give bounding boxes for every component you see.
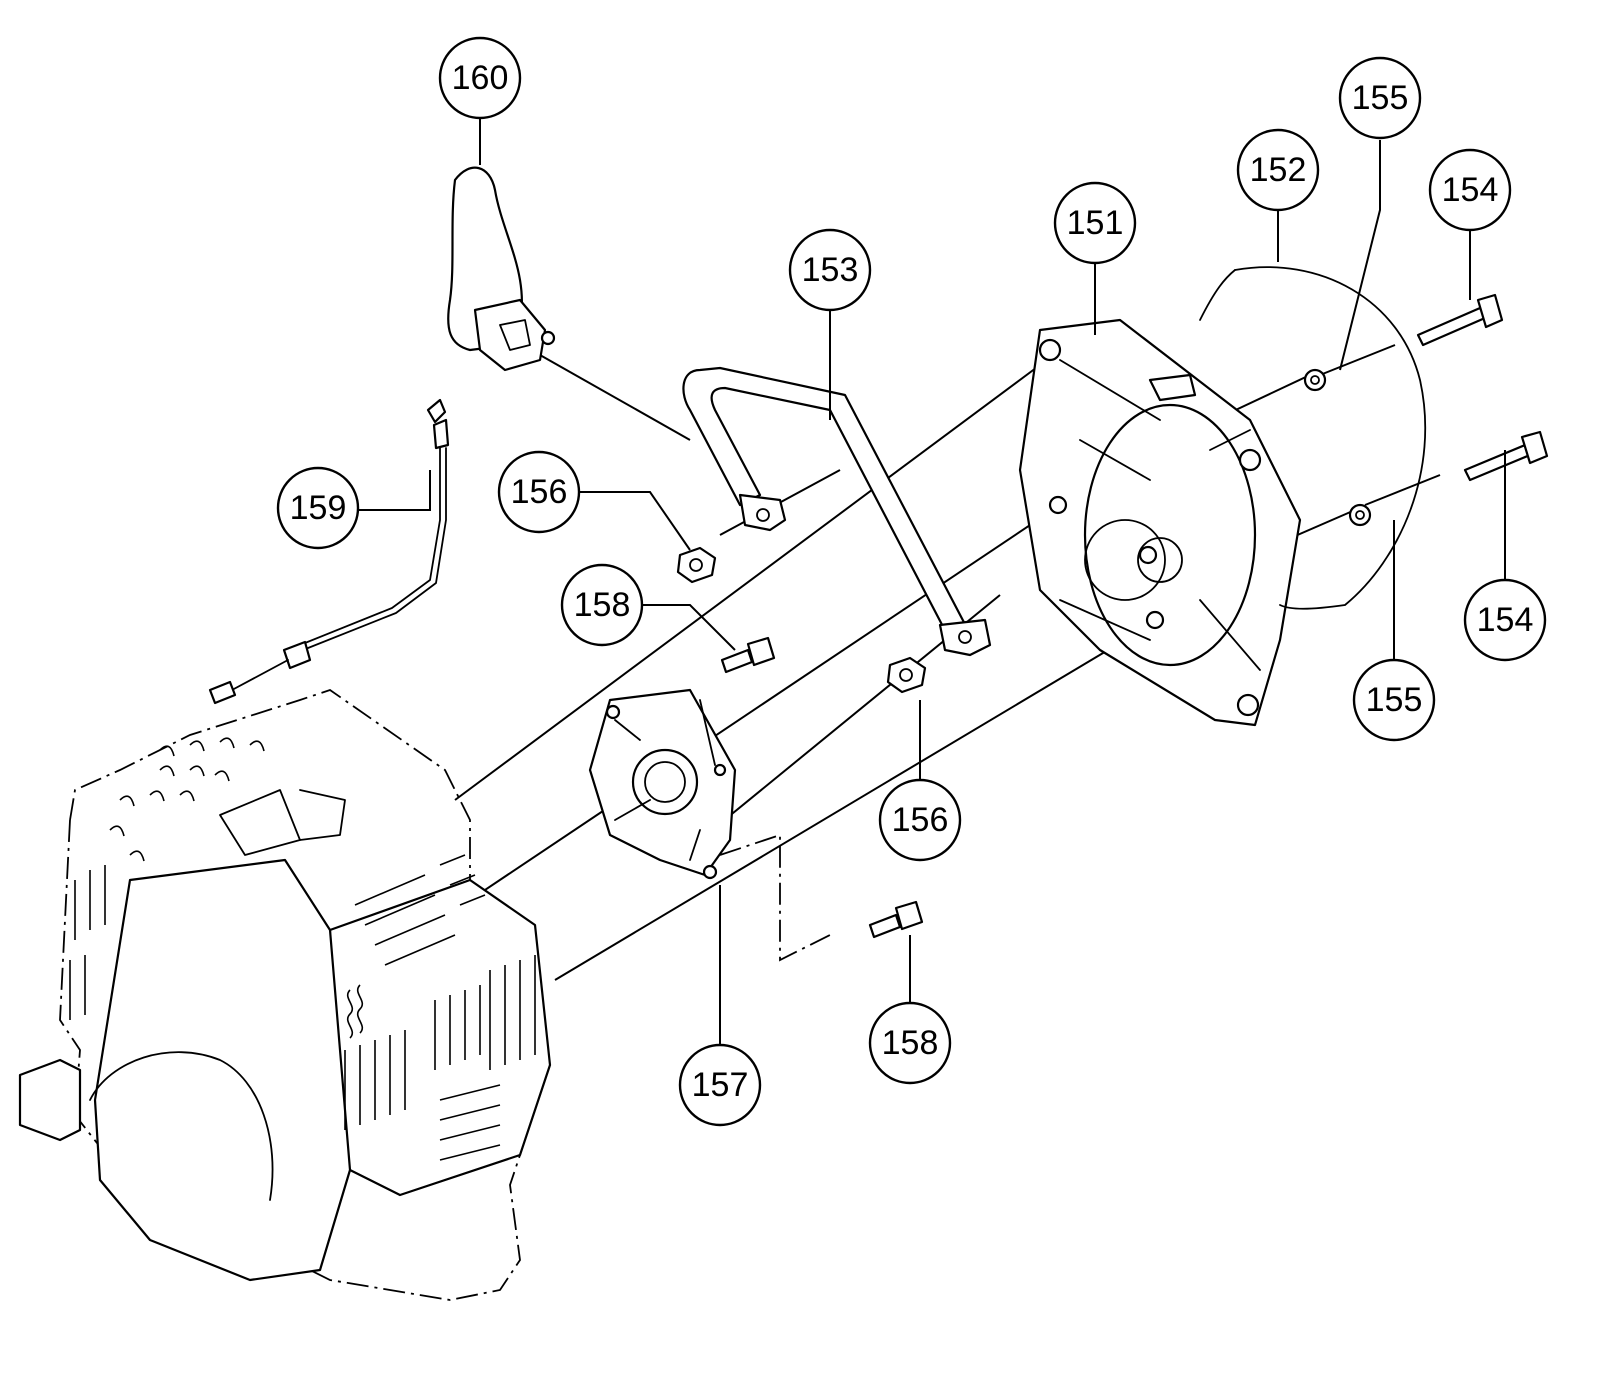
clutch-cover-plate [588,688,737,880]
callout-155-bottom: 155 [1352,658,1436,742]
nut-156-upper [676,546,717,584]
callout-label: 158 [574,586,631,624]
callout-label: 156 [511,473,568,511]
callout-151: 151 [1053,181,1137,265]
callout-label: 159 [290,489,347,527]
bolt-154-top [1416,293,1504,347]
callout-label: 156 [892,801,949,839]
loop-handle [682,366,992,657]
washer-155-top [1303,368,1327,392]
vent-slots-top [109,737,265,862]
washer-155-bottom [1348,503,1372,527]
callout-158-upper: 158 [560,563,644,647]
bolt-154-bottom [1463,430,1549,482]
callout-157: 157 [678,1043,762,1127]
callout-153: 153 [788,228,872,312]
callout-label: 155 [1366,681,1423,719]
engine-housing [18,689,552,1301]
callout-160: 160 [438,36,522,120]
callout-label: 160 [452,59,509,97]
callout-159: 159 [276,466,360,550]
callout-label: 154 [1442,171,1499,209]
callout-158-lower: 158 [868,1001,952,1085]
screw-158-lower [868,900,924,939]
callout-label: 152 [1250,151,1307,189]
throttle-lever [447,166,556,372]
clutch-housing [1018,318,1302,727]
callout-label: 155 [1352,79,1409,117]
callout-label: 153 [802,251,859,289]
callout-156-lower: 156 [878,778,962,862]
callout-label: 157 [692,1066,749,1104]
callout-label: 154 [1477,601,1534,639]
screw-158-upper [720,636,776,674]
callout-label: 151 [1067,204,1124,242]
callout-154-bottom: 154 [1463,578,1547,662]
gasket-ring [1199,266,1427,610]
callout-leaders [356,118,1506,1045]
callout-154-top: 154 [1428,148,1512,232]
alignment-lines [454,344,1441,981]
nut-156-lower [886,656,927,694]
callout-152: 152 [1236,128,1320,212]
vent-slots-side [344,854,536,1161]
vent-slots-left [69,865,106,1020]
callout-label: 158 [882,1024,939,1062]
callout-155-top: 155 [1338,56,1422,140]
callout-156-upper: 156 [497,450,581,534]
throttle-cable [208,398,450,705]
